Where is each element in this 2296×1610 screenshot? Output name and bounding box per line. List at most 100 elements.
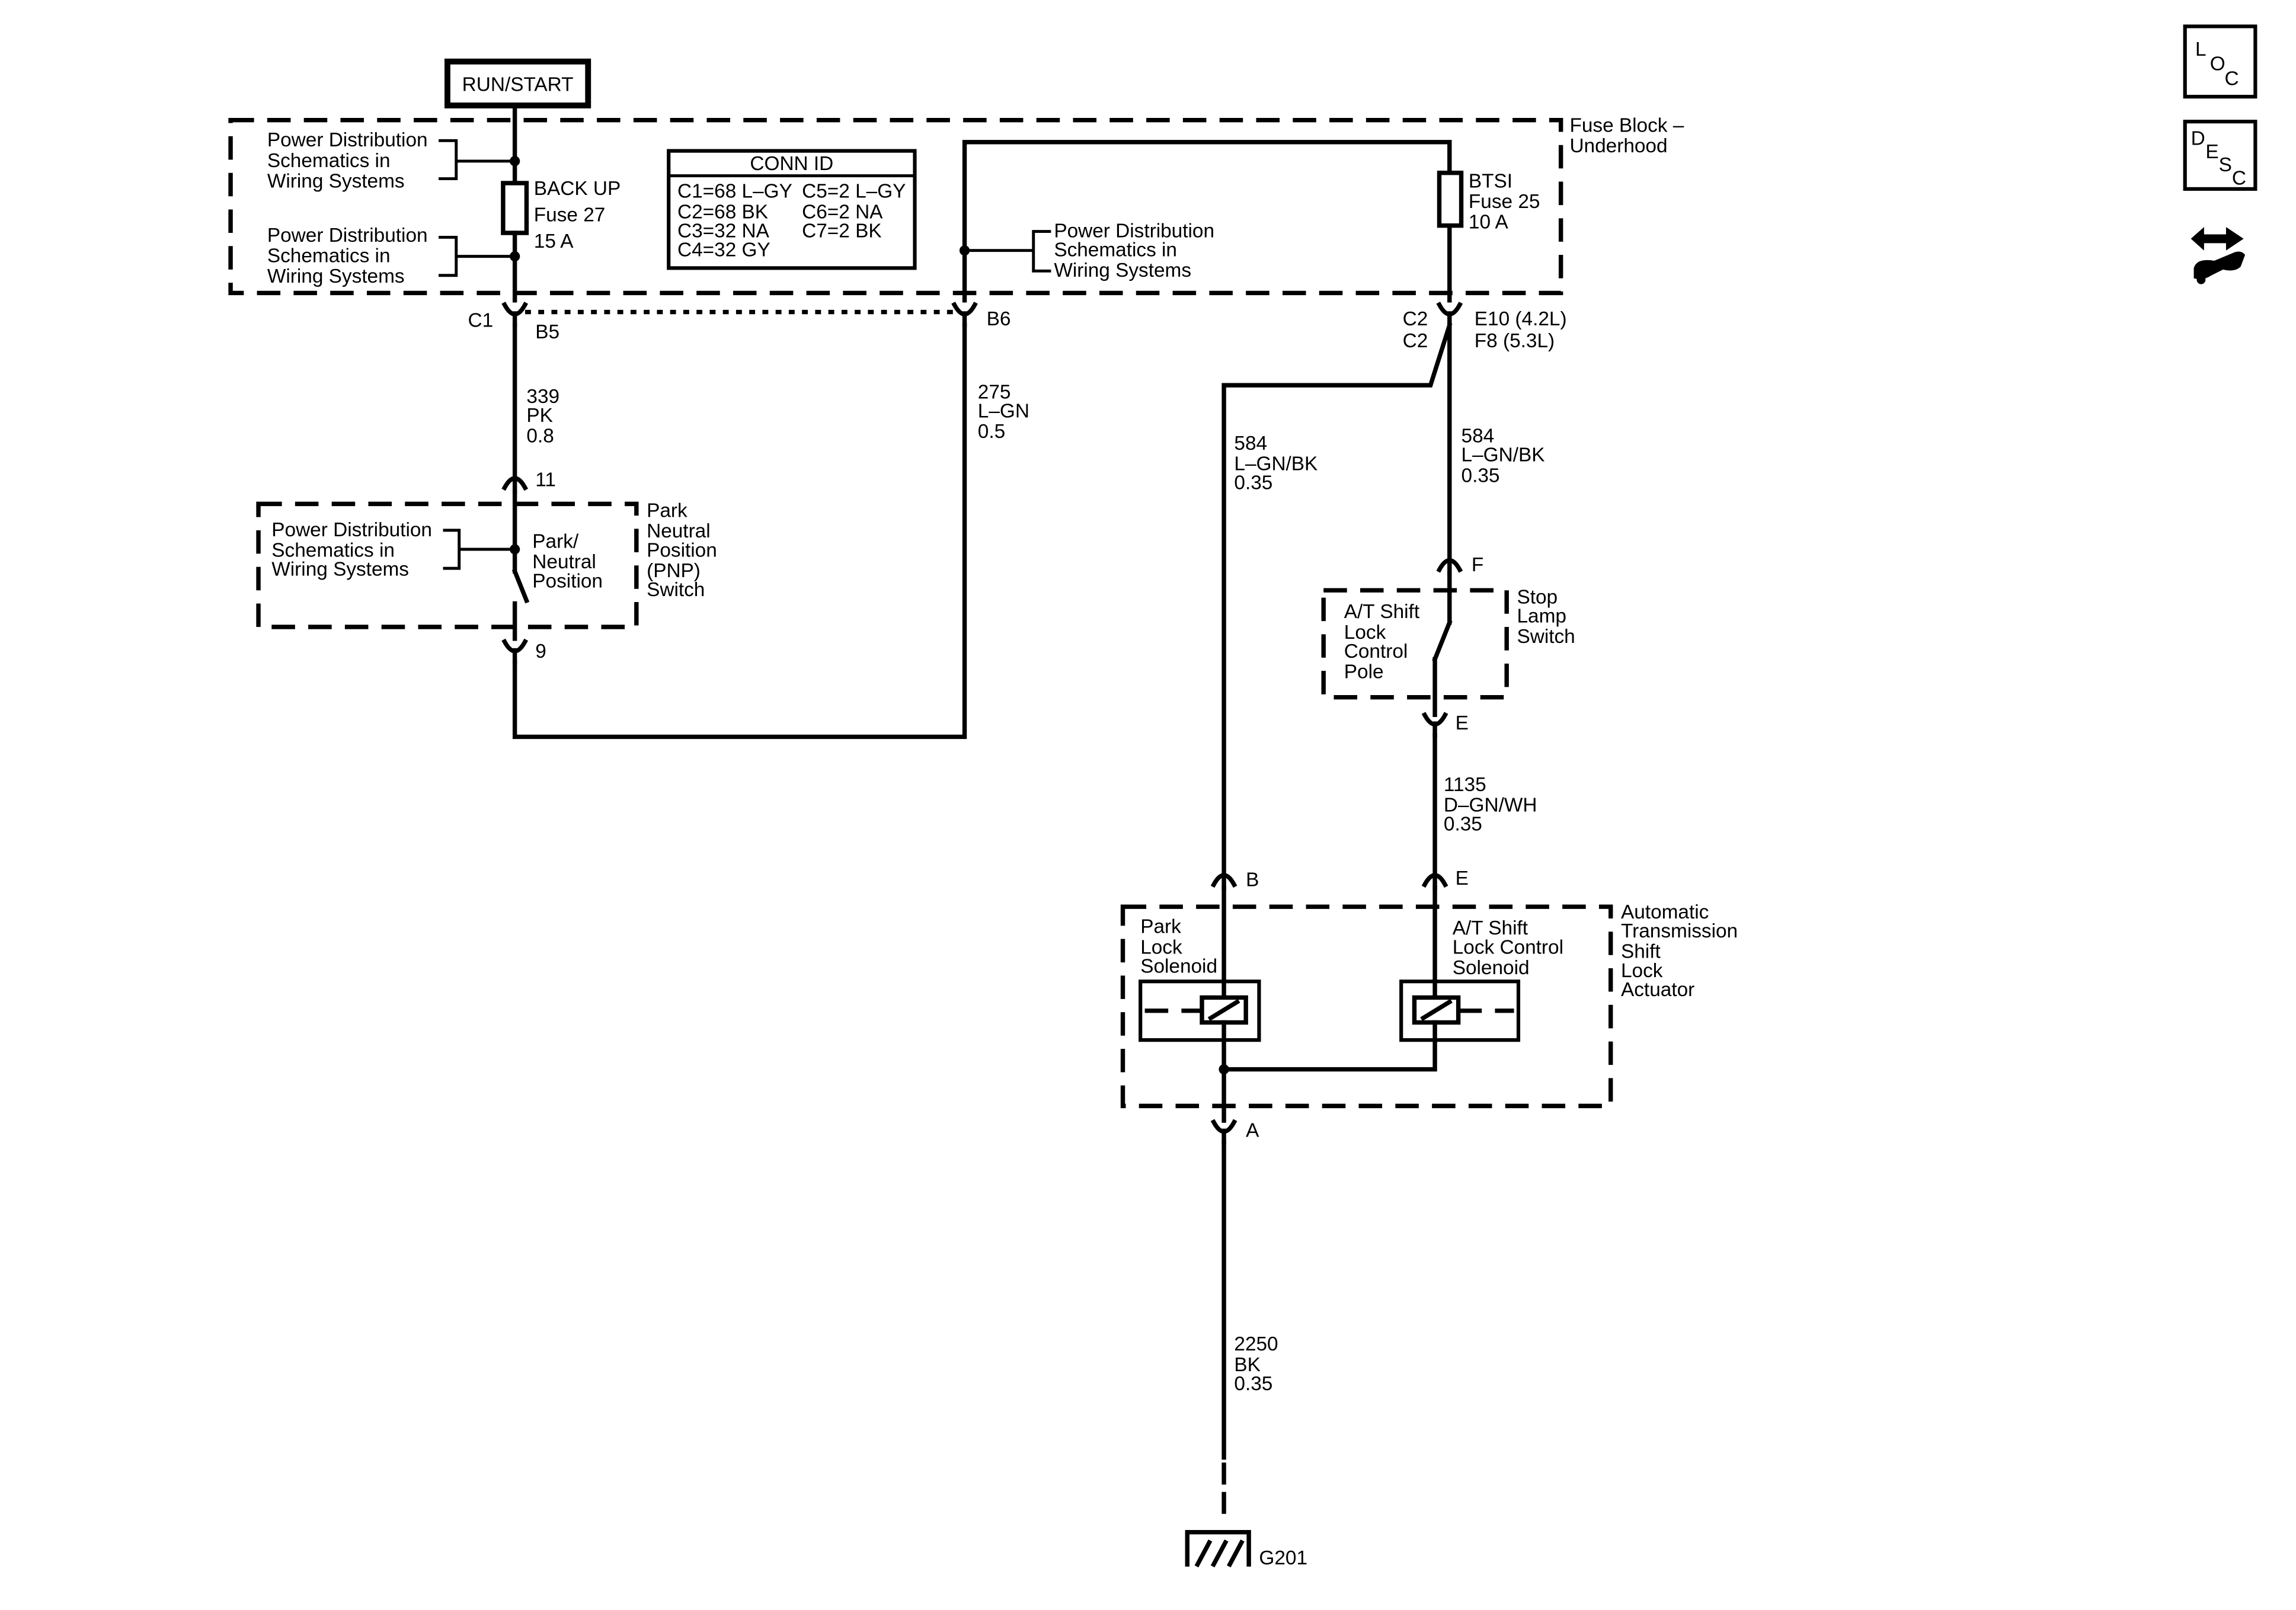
svg-text:BK: BK <box>1234 1354 1261 1376</box>
svg-text:C5=2 L–GY: C5=2 L–GY <box>802 181 906 203</box>
svg-text:A: A <box>1246 1119 1259 1141</box>
svg-text:E10 (4.2L): E10 (4.2L) <box>1475 308 1567 330</box>
fuse-btsi-label: BTSI <box>1469 170 1512 192</box>
svg-text:L–GN: L–GN <box>978 401 1029 422</box>
svg-text:A/T Shift: A/T Shift <box>1453 917 1528 939</box>
connector-pin-a <box>1210 1119 1237 1145</box>
svg-text:C1=68 L–GY: C1=68 L–GY <box>677 181 792 203</box>
at-shift-solenoid-label: A/T Shift Lock Control Solenoid <box>1453 917 1563 979</box>
svg-text:F8 (5.3L): F8 (5.3L) <box>1475 330 1555 352</box>
pds-ref-3[interactable]: Power Distribution Schematics in Wiring … <box>964 220 1214 281</box>
svg-text:C3=32 NA: C3=32 NA <box>677 220 770 242</box>
pds-ref-4[interactable]: Power Distribution Schematics in Wiring … <box>271 519 515 581</box>
pnp-switch-contact <box>511 568 530 604</box>
stop-lamp-pole-label: A/T Shift Lock Control Pole <box>1344 601 1420 683</box>
svg-text:S: S <box>2219 154 2232 176</box>
connector-c1-b5 <box>501 302 528 328</box>
svg-text:Neutral: Neutral <box>532 551 596 573</box>
svg-text:2250: 2250 <box>1234 1333 1278 1355</box>
fuse-btsi <box>1437 170 1464 228</box>
svg-text:O: O <box>2210 53 2225 75</box>
ground-g201-icon <box>1185 1530 1251 1568</box>
svg-text:D: D <box>2191 128 2205 150</box>
svg-text:Lock: Lock <box>1140 936 1182 958</box>
fuse-backup-label: BACK UP <box>534 178 621 200</box>
pds-ref-2[interactable]: Power Distribution Schematics in Wiring … <box>267 225 515 287</box>
connector-b6 <box>951 302 978 328</box>
svg-text:Lamp: Lamp <box>1517 606 1566 628</box>
svg-text:Wiring Systems: Wiring Systems <box>267 170 405 192</box>
svg-text:Stop: Stop <box>1517 586 1558 608</box>
svg-text:Switch: Switch <box>1517 626 1575 648</box>
svg-text:Wiring Systems: Wiring Systems <box>267 265 405 287</box>
pnp-contact-label: Park/ Neutral Position <box>532 531 603 593</box>
desc-icon[interactable]: D E S C <box>2183 120 2257 191</box>
pds-ref-1[interactable]: Power Distribution Schematics in Wiring … <box>267 129 515 192</box>
fuse-btsi-rating: 10 A <box>1469 212 1509 233</box>
svg-text:11: 11 <box>535 469 556 491</box>
svg-text:E: E <box>1456 712 1469 734</box>
svg-text:Transmission: Transmission <box>1621 920 1738 942</box>
ground-label: G201 <box>1259 1547 1307 1569</box>
wire-584a-label: 584 L–GN/BK 0.35 <box>1234 433 1318 494</box>
fuse-block-outline <box>228 117 1563 296</box>
svg-text:1135: 1135 <box>1444 774 1486 796</box>
svg-text:Actuator: Actuator <box>1621 979 1694 1001</box>
svg-text:B5: B5 <box>535 321 559 343</box>
svg-text:Park/: Park/ <box>532 531 579 553</box>
run-start-label: RUN/START <box>462 73 574 95</box>
svg-text:C1: C1 <box>468 309 494 331</box>
svg-text:Shift: Shift <box>1621 941 1661 963</box>
at-shift-solenoid <box>1399 980 1521 1042</box>
svg-text:C6=2 NA: C6=2 NA <box>802 201 883 223</box>
svg-text:E: E <box>2205 141 2218 163</box>
wire-2250-label: 2250 BK 0.35 <box>1234 1333 1278 1395</box>
fuse-block-label: Fuse Block – <box>1569 114 1684 136</box>
svg-text:Pole: Pole <box>1344 661 1384 683</box>
svg-text:L: L <box>2195 39 2207 60</box>
svg-text:C4=32 GY: C4=32 GY <box>677 239 770 261</box>
fuse-btsi-number: Fuse 25 <box>1469 191 1540 213</box>
svg-text:B: B <box>1246 869 1259 891</box>
svg-text:Wiring Systems: Wiring Systems <box>271 558 409 580</box>
loc-icon[interactable]: L O C <box>2183 24 2257 99</box>
svg-text:0.35: 0.35 <box>1444 814 1482 836</box>
svg-text:L–GN/BK: L–GN/BK <box>1462 444 1545 466</box>
svg-text:C: C <box>2232 167 2246 189</box>
svg-text:C2: C2 <box>1403 308 1428 330</box>
svg-text:Lock: Lock <box>1344 622 1386 644</box>
svg-text:Lock: Lock <box>1621 960 1663 982</box>
svg-text:Solenoid: Solenoid <box>1140 955 1217 977</box>
svg-text:C2=68 BK: C2=68 BK <box>677 201 768 223</box>
stop-lamp-switch-contact <box>1432 619 1453 662</box>
svg-text:Solenoid: Solenoid <box>1453 957 1530 979</box>
pnp-switch-label: Park Neutral Position (PNP) Switch <box>647 500 717 601</box>
wire-275-label: 275 L–GN 0.5 <box>978 381 1029 443</box>
svg-text:Neutral: Neutral <box>647 520 711 542</box>
svg-text:(PNP): (PNP) <box>647 560 701 582</box>
svg-text:F: F <box>1472 554 1483 576</box>
connector-pin-9 <box>501 638 528 665</box>
fuse-backup-number: Fuse 27 <box>534 204 606 226</box>
svg-text:E: E <box>1456 868 1469 889</box>
svg-text:9: 9 <box>535 641 546 662</box>
svg-text:Schematics in: Schematics in <box>1054 239 1177 261</box>
pnp-switch-outline <box>256 501 639 629</box>
svg-text:D–GN/WH: D–GN/WH <box>1444 794 1537 816</box>
svg-text:584: 584 <box>1462 425 1495 447</box>
conn-id-title: CONN ID <box>750 153 833 175</box>
actuator-label: Automatic Transmission Shift Lock Actuat… <box>1621 901 1738 1001</box>
svg-text:L–GN/BK: L–GN/BK <box>1234 453 1318 475</box>
svg-text:PK: PK <box>526 405 553 427</box>
conn-id-table: CONN ID C1=68 L–GY C5=2 L–GY C2=68 BK C6… <box>667 149 917 270</box>
svg-text:Power Distribution: Power Distribution <box>267 225 428 247</box>
svg-text:0.35: 0.35 <box>1234 1373 1272 1395</box>
wrench-arrows-icon[interactable] <box>2191 227 2246 284</box>
svg-text:A/T Shift: A/T Shift <box>1344 601 1420 623</box>
svg-text:0.35: 0.35 <box>1462 465 1500 486</box>
svg-text:Wiring Systems: Wiring Systems <box>1054 260 1191 281</box>
run-start-box: RUN/START <box>444 58 591 108</box>
svg-text:Position: Position <box>532 570 603 592</box>
svg-text:Automatic: Automatic <box>1621 901 1709 923</box>
connector-c2 <box>1436 302 1463 328</box>
